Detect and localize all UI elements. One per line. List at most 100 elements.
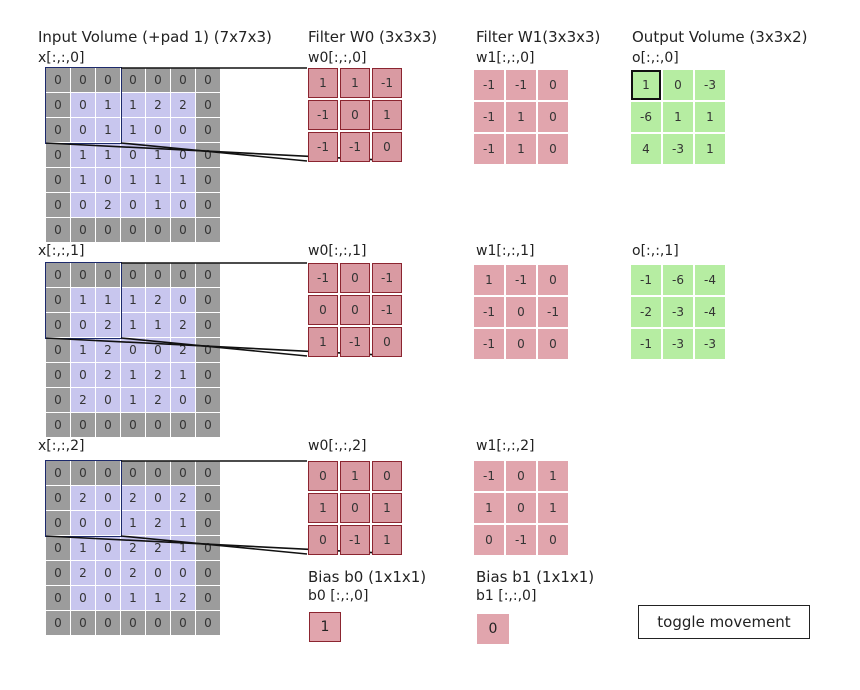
input-cell: 0 xyxy=(196,511,220,535)
input-cell: 0 xyxy=(121,193,145,217)
input-cell: 0 xyxy=(71,263,95,287)
filter-cell: 0 xyxy=(340,100,370,130)
input-cell: 1 xyxy=(146,586,170,610)
input-cell: 0 xyxy=(196,193,220,217)
w0-slice-label: w0[:,:,2] xyxy=(308,438,367,454)
input-cell: 1 xyxy=(171,536,195,560)
input-slice-label: x[:,:,1] xyxy=(38,243,85,259)
bias-b0-value: 1 xyxy=(309,612,341,642)
input-cell: 0 xyxy=(196,168,220,192)
filter-cell: 0 xyxy=(538,70,568,100)
input-cell: 0 xyxy=(146,118,170,142)
input-cell: 0 xyxy=(96,561,120,585)
input-cell: 0 xyxy=(71,68,95,92)
output-slice-1: -1-6-4-2-3-4-1-3-3 xyxy=(631,265,725,359)
input-cell: 0 xyxy=(121,68,145,92)
input-cell: 0 xyxy=(196,561,220,585)
input-cell: 0 xyxy=(196,313,220,337)
filter-cell: 0 xyxy=(506,329,536,359)
input-cell: 0 xyxy=(96,536,120,560)
input-cell: 0 xyxy=(96,388,120,412)
input-cell: 0 xyxy=(96,586,120,610)
input-cell: 0 xyxy=(171,218,195,242)
input-cell: 0 xyxy=(196,413,220,437)
filter-cell: 1 xyxy=(474,493,504,523)
input-cell: 1 xyxy=(71,536,95,560)
filter-cell: -1 xyxy=(506,265,536,295)
input-cell: 0 xyxy=(96,486,120,510)
input-cell: 1 xyxy=(96,93,120,117)
input-cell: 0 xyxy=(196,218,220,242)
output-cell: 1 xyxy=(631,70,661,100)
input-cell: 0 xyxy=(146,486,170,510)
input-cell: 2 xyxy=(96,363,120,387)
input-cell: 0 xyxy=(121,461,145,485)
input-cell: 1 xyxy=(121,586,145,610)
filter-cell: -1 xyxy=(506,525,536,555)
filter-cell: 0 xyxy=(538,265,568,295)
filter-cell: -1 xyxy=(474,102,504,132)
filter-cell: 0 xyxy=(506,461,536,491)
input-cell: 0 xyxy=(46,93,70,117)
input-cell: 0 xyxy=(146,561,170,585)
input-cell: 2 xyxy=(171,338,195,362)
input-cell: 2 xyxy=(171,486,195,510)
input-cell: 0 xyxy=(46,561,70,585)
filter-cell: -1 xyxy=(308,132,338,162)
input-cell: 0 xyxy=(146,218,170,242)
input-cell: 2 xyxy=(121,486,145,510)
filter-cell: 0 xyxy=(538,102,568,132)
input-cell: 0 xyxy=(171,561,195,585)
input-cell: 0 xyxy=(71,611,95,635)
filter-cell: 0 xyxy=(538,329,568,359)
input-cell: 0 xyxy=(171,143,195,167)
filter-cell: 0 xyxy=(538,134,568,164)
output-slice-label: o[:,:,0] xyxy=(632,50,679,66)
w1-slice-label: w1[:,:,0] xyxy=(476,50,535,66)
input-cell: 0 xyxy=(46,68,70,92)
input-cell: 0 xyxy=(46,363,70,387)
toggle-movement-button[interactable]: toggle movement xyxy=(638,605,810,639)
output-cell: -3 xyxy=(663,134,693,164)
input-cell: 0 xyxy=(46,168,70,192)
output-cell: 4 xyxy=(631,134,661,164)
input-cell: 2 xyxy=(146,363,170,387)
input-cell: 0 xyxy=(196,68,220,92)
filter-cell: 0 xyxy=(308,461,338,491)
input-cell: 2 xyxy=(146,536,170,560)
input-cell: 2 xyxy=(71,486,95,510)
input-cell: 0 xyxy=(196,536,220,560)
input-cell: 0 xyxy=(46,586,70,610)
input-cell: 1 xyxy=(146,193,170,217)
filter-cell: -1 xyxy=(506,70,536,100)
bias-b0-title: Bias b0 (1x1x1) xyxy=(308,568,427,586)
bias-b1-label: b1 [:,:,0] xyxy=(476,588,537,604)
output-cell: -3 xyxy=(663,329,693,359)
filter-cell: 0 xyxy=(340,263,370,293)
input-cell: 0 xyxy=(46,218,70,242)
input-cell: 0 xyxy=(71,218,95,242)
bias-b1-value: 0 xyxy=(477,614,509,644)
filter-cell: 0 xyxy=(506,297,536,327)
filter-cell: -1 xyxy=(372,295,402,325)
filter-cell: 0 xyxy=(506,493,536,523)
input-cell: 1 xyxy=(121,511,145,535)
filter-cell: 0 xyxy=(308,525,338,555)
filter-cell: 0 xyxy=(474,525,504,555)
output-cell: 1 xyxy=(695,134,725,164)
input-cell: 0 xyxy=(71,118,95,142)
filter-cell: -1 xyxy=(340,327,370,357)
input-cell: 0 xyxy=(71,461,95,485)
input-cell: 0 xyxy=(171,388,195,412)
input-slice-label: x[:,:,2] xyxy=(38,438,85,454)
input-cell: 0 xyxy=(171,193,195,217)
input-cell: 0 xyxy=(146,263,170,287)
filter-cell: 1 xyxy=(308,68,338,98)
input-cell: 0 xyxy=(196,338,220,362)
input-cell: 0 xyxy=(46,288,70,312)
input-cell: 2 xyxy=(171,313,195,337)
filter-cell: 1 xyxy=(372,100,402,130)
